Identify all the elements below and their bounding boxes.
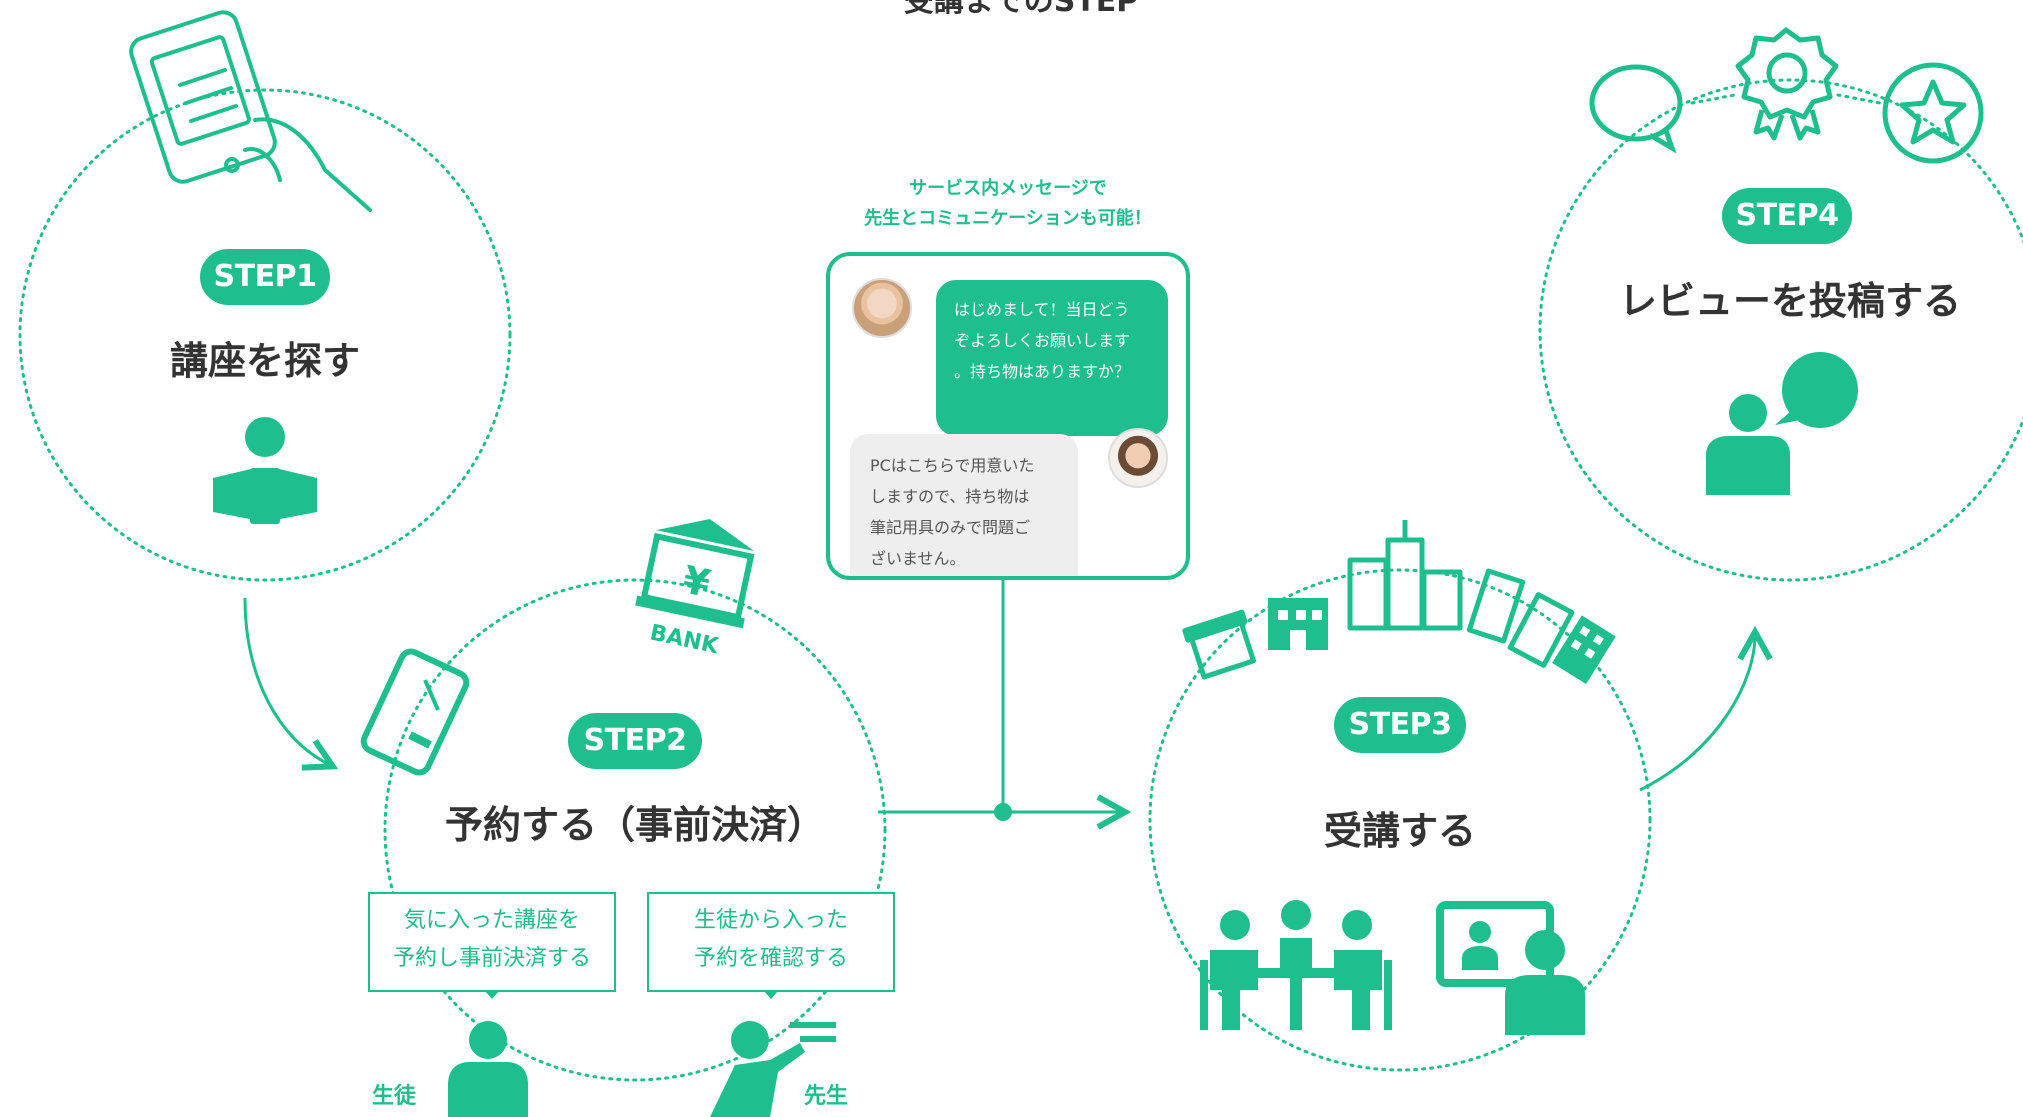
student-message-bubble: はじめまして！当日どう ぞよろしくお願いします 。持ち物はありますか？ [936, 280, 1168, 436]
teacher-person-icon [710, 1021, 836, 1117]
step3-title: 受講する [1323, 809, 1476, 853]
teacher-box-pointer [763, 990, 779, 999]
step3-dotted-circle [1148, 568, 1652, 1072]
credit-card-icon [360, 648, 470, 776]
teacher-label: 先生 [804, 1084, 849, 1109]
connector-dot [994, 803, 1012, 821]
teacher-avatar [1108, 428, 1168, 488]
arrow-step3-to-step4 [1639, 635, 1755, 792]
teacher-message-line1: PCはこちらで用意いた [870, 456, 1035, 475]
teacher-action-box: 生徒から入った 予約を確認する [647, 892, 895, 992]
award-badge-icon [1735, 27, 1839, 141]
chat-caption: サービス内メッセージで 先生とコミュニケーションも可能！ [808, 174, 1208, 234]
step4-title: レビューを投稿する [1618, 279, 1961, 323]
teacher-action-line2: 予約を確認する [693, 946, 848, 971]
student-message-line3: 。持ち物はありますか？ [954, 362, 1131, 381]
teacher-message-line3: 筆記用具のみで問題ご [870, 518, 1031, 537]
bank-icon: ¥ BANK [635, 519, 755, 659]
meeting-table-icon [1200, 900, 1392, 1030]
step3-badge: STEP3 [1334, 697, 1466, 753]
person-reading-book-icon [213, 417, 317, 524]
step4-dotted-circle [1538, 78, 2023, 582]
step2-dotted-circle [383, 578, 887, 1082]
student-action-box: 気に入った講座を 予約し事前決済する [368, 892, 616, 992]
buildings-icon [1182, 520, 1616, 685]
star-icon [1882, 62, 1984, 164]
student-box-pointer [484, 990, 500, 999]
speech-bubble-icon [1589, 64, 1683, 154]
online-class-icon [1436, 901, 1585, 1035]
step2-badge: STEP2 [568, 713, 702, 769]
chat-caption-line2: 先生とコミュニケーションも可能！ [864, 208, 1152, 229]
dotted-connector-1 [1690, 93, 1737, 105]
student-person-icon [448, 1021, 528, 1117]
bank-label: BANK [648, 620, 722, 659]
dotted-connector-2 [1836, 93, 1882, 105]
step1-title: 講座を探す [169, 339, 360, 383]
student-action-line2: 予約し事前決済する [392, 946, 591, 971]
arrow-step1-to-step2 [243, 597, 330, 765]
step1-badge: STEP1 [200, 249, 330, 305]
svg-text:¥: ¥ [679, 557, 714, 606]
teacher-message-bubble: PCはこちらで用意いた しますので、持ち物は 筆記用具のみで問題ご ざいません。 [850, 434, 1078, 576]
step1-dotted-circle [18, 88, 512, 582]
student-action-line1: 気に入った講座を [403, 908, 580, 933]
step2-title: 予約する（事前決済） [444, 803, 825, 847]
chat-window: はじめまして！当日どう ぞよろしくお願いします 。持ち物はありますか？ PCはこ… [826, 252, 1190, 580]
student-label: 生徒 [372, 1084, 417, 1109]
person-speaking-icon [1706, 352, 1858, 495]
teacher-action-line1: 生徒から入った [693, 908, 848, 933]
student-message-line2: ぞよろしくお願いします [954, 331, 1131, 350]
chat-caption-line1: サービス内メッセージで [909, 178, 1107, 199]
page-title: 受講までのSTEP [903, 0, 1139, 19]
student-avatar [852, 278, 912, 338]
step4-badge: STEP4 [1722, 188, 1852, 244]
teacher-message-line2: しますので、持ち物は [870, 487, 1030, 506]
phone-in-hand-icon [129, 10, 372, 212]
teacher-message-line4: ざいません。 [870, 549, 966, 568]
student-message-line1: はじめまして！当日どう [954, 300, 1130, 319]
